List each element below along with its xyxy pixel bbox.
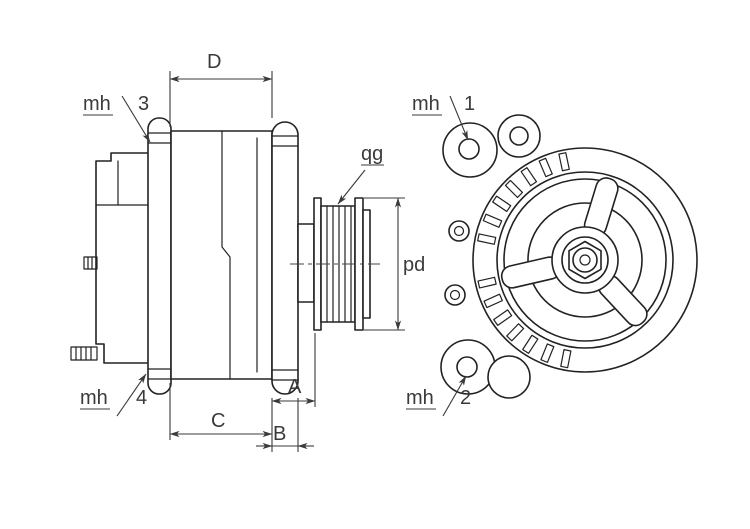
dim-label-D: D — [207, 51, 221, 73]
body-section-line — [221, 130, 231, 380]
dim-label-pd: pd — [403, 254, 425, 276]
leader-line — [449, 95, 469, 141]
front-bracket — [271, 121, 299, 395]
shaft-spacer — [297, 223, 315, 303]
callout-mh1-number: 1 — [464, 93, 475, 115]
leader-line — [121, 95, 151, 143]
callout-mh4: mh 4 — [80, 373, 147, 417]
callout-mh4-number: 4 — [136, 387, 147, 409]
ear-bottom-tab — [487, 355, 531, 399]
callout-mh4-prefix: mh — [80, 387, 108, 409]
callout-mh2-prefix: mh — [406, 387, 434, 409]
leader-line — [442, 375, 467, 417]
terminal-stud-mid — [83, 256, 98, 270]
hub-inner — [561, 236, 609, 284]
front-bracket-lug-lines — [271, 135, 299, 381]
callout-mh2-number: 2 — [460, 387, 471, 409]
dim-label-C: C — [211, 410, 225, 432]
terminal-stud-bottom — [70, 346, 98, 361]
mounting-hole-1 — [458, 138, 480, 160]
nut-chamfer-circle — [572, 247, 598, 273]
dimensions: D pd A C B — [169, 51, 425, 452]
callout-mh3-prefix: mh — [83, 93, 111, 115]
side-tab-upper — [448, 220, 470, 242]
pulley-inner-rim — [503, 178, 667, 342]
callout-mh1-prefix: mh — [412, 93, 440, 115]
mounting-hole-2 — [456, 356, 478, 378]
leader-line — [337, 169, 366, 205]
rear-bracket — [147, 117, 172, 395]
mounting-hole-inner — [509, 126, 529, 146]
pulley-spokes — [500, 177, 648, 327]
dim-label-A: A — [288, 376, 302, 398]
callouts: mh 3 mh 4 qg mh 1 mh 2 — [80, 93, 475, 417]
pulley-web-circle — [527, 202, 643, 318]
rear-housing — [95, 152, 151, 364]
callout-qg-label: qg — [361, 143, 383, 165]
rear-bracket-lug-lines — [147, 132, 172, 380]
side-view — [70, 117, 380, 395]
callout-mh2: mh 2 — [406, 375, 471, 417]
callout-mh1: mh 1 — [412, 93, 475, 141]
vent-slots — [477, 152, 572, 369]
callout-mh3: mh 3 — [83, 93, 151, 143]
dim-label-B: B — [273, 423, 286, 445]
front-view — [440, 114, 698, 399]
callout-qg: qg — [337, 143, 384, 205]
leader-line — [116, 373, 147, 417]
side-tab-hole — [449, 289, 461, 301]
side-tab-hole — [453, 225, 465, 237]
callout-mh3-number: 3 — [138, 93, 149, 115]
shaft-end-circle — [579, 254, 591, 266]
side-tab-lower — [444, 284, 466, 306]
